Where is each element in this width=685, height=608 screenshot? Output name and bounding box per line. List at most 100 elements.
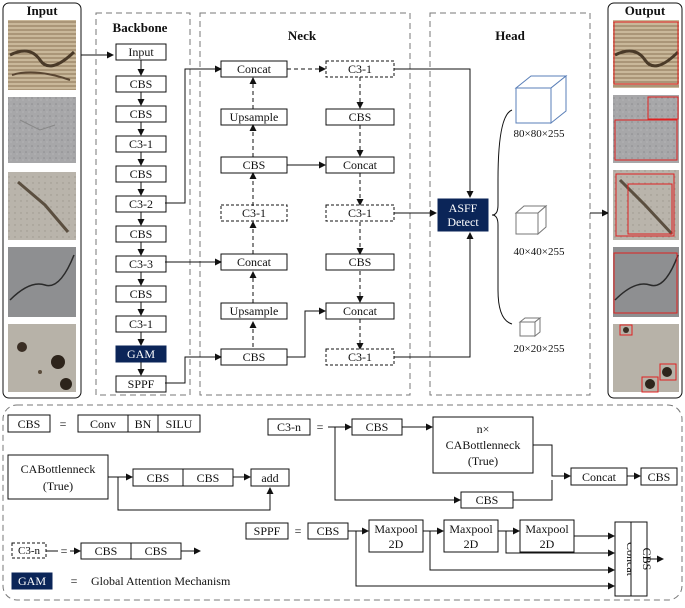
neck-right-label-0: C3-1 [348, 62, 372, 76]
input-image-2 [8, 97, 76, 163]
neck-right-block-5-concat: Concat [325, 302, 395, 320]
input-title: Input [26, 3, 58, 18]
legend-maxpool1-a: Maxpool [374, 522, 418, 536]
backbone-label-10: GAM [127, 347, 155, 361]
cube-large [514, 74, 568, 125]
backbone-label-2: CBS [130, 107, 153, 121]
legend-panel: CBS = Conv BN SILU CABottlenneck (True) … [2, 404, 683, 601]
backbone-label-7: C3-3 [129, 257, 153, 271]
legend-bn: BN [135, 417, 152, 431]
legend-maxpool2-a: Maxpool [449, 522, 493, 536]
input-image-1 [8, 20, 76, 90]
backbone-title: Backbone [113, 20, 168, 35]
legend-c3n-dashed: C3-n = CBS CBS [11, 542, 201, 560]
neck-left-block-1-upsample: Upsample [220, 108, 288, 126]
legend-maxpool2-b: 2D [464, 537, 479, 551]
backbone-block-7-c3-3: C3-3 [115, 255, 167, 273]
legend-silu: SILU [166, 417, 193, 431]
legend-c3n-cbs-top: CBS [366, 420, 389, 434]
output-image-1 [613, 20, 680, 88]
backbone-block-9-c3-1: C3-1 [115, 315, 167, 333]
cbs-to-concat-arrow-2 [287, 307, 326, 358]
c3-2-to-concat-arrow [165, 65, 222, 204]
neck-right-block-0-c3-1: C3-1 [325, 60, 395, 78]
legend-c3n-bottleneck-name: CABottlenneck [446, 438, 521, 452]
legend-c3n-bottleneck-true: (True) [468, 454, 498, 468]
scale-label-80: 80×80×255 [514, 128, 565, 140]
neck-right-block-1-cbs: CBS [325, 108, 395, 126]
backbone-label-5: C3-2 [129, 197, 153, 211]
backbone-label-9: C3-1 [129, 317, 153, 331]
legend-c3n-dashed-cbs1: CBS [95, 544, 118, 558]
asff-label: ASFF [449, 201, 478, 215]
legend-sppf: SPPF = CBS Maxpool 2D Maxpool 2D Maxpool… [245, 519, 664, 597]
legend-c3n: C3-n = CBS n× CABottlenneck (True) CBS C… [267, 416, 678, 509]
neck-left-label-5: Upsample [230, 304, 279, 318]
input-panel: Input [2, 2, 82, 399]
output-image-4 [613, 247, 679, 317]
neck-right-label-2: Concat [343, 158, 378, 172]
legend-cab-line2: (True) [43, 479, 73, 493]
neck-right-label-1: CBS [349, 110, 372, 124]
legend-cab-cbs2: CBS [197, 471, 220, 485]
output-title: Output [625, 3, 666, 18]
neck-right-block-6-c3-1: C3-1 [325, 348, 395, 366]
legend-cab-cbs1: CBS [147, 471, 170, 485]
output-image-3 [613, 170, 679, 240]
neck-left-block-0-concat: Concat [220, 60, 288, 78]
legend-c3n-dashed-eq: = [61, 544, 68, 558]
backbone-panel: Backbone [95, 12, 191, 396]
neck-left-label-0: Concat [237, 62, 272, 76]
backbone-label-1: CBS [130, 77, 153, 91]
neck-left-label-3: C3-1 [242, 206, 266, 220]
cube-small [518, 316, 542, 338]
legend-c3n-eq: = [317, 420, 324, 434]
neck-right-label-3: C3-1 [348, 206, 372, 220]
neck-right-label-4: CBS [349, 255, 372, 269]
neck-right-block-2-concat: Concat [325, 156, 395, 174]
output-image-2 [613, 95, 679, 163]
neck-left-block-2-cbs: CBS [220, 156, 288, 174]
legend-cab-add: add [261, 471, 278, 485]
neck-left-block-4-concat: Concat [220, 253, 288, 271]
legend-c3n-out: CBS [648, 470, 671, 484]
legend-cabottleneck: CABottlenneck (True) CBS CBS add [7, 454, 290, 511]
legend-gam-label: GAM [18, 574, 46, 588]
scale-label-20: 20×20×255 [514, 343, 565, 355]
legend-c3n-concat: Concat [582, 470, 617, 484]
output-image-5 [613, 324, 679, 393]
connections [165, 65, 474, 384]
cube-medium [514, 204, 548, 236]
backbone-block-6-cbs: CBS [115, 225, 167, 243]
legend-c3n-label: C3-n [277, 420, 301, 434]
c3-to-asff-arrow-3 [394, 232, 474, 358]
neck-left-label-2: CBS [243, 158, 266, 172]
backbone-label-0: Input [128, 45, 154, 59]
neck-left-block-3-c3-1: C3-1 [220, 204, 288, 222]
backbone-block-4-cbs: CBS [115, 165, 167, 183]
backbone-block-2-cbs: CBS [115, 105, 167, 123]
legend-maxpool1-b: 2D [389, 537, 404, 551]
head-title: Head [495, 28, 525, 43]
backbone-label-4: CBS [130, 167, 153, 181]
backbone-block-11-sppf: SPPF [115, 375, 167, 393]
legend-sppf-cbs: CBS [317, 524, 340, 538]
backbone-block-8-cbs: CBS [115, 285, 167, 303]
backbone-block-1-cbs: CBS [115, 75, 167, 93]
legend-c3n-dashed-label: C3-n [18, 545, 41, 557]
neck-right-block-4-cbs: CBS [325, 253, 395, 271]
input-image-3 [8, 172, 76, 240]
neck-left-label-6: CBS [243, 350, 266, 364]
neck-left-label-4: Concat [237, 255, 272, 269]
sppf-to-cbs-arrow [165, 353, 222, 384]
legend-c3n-dashed-cbs2: CBS [145, 544, 168, 558]
neck-right-label-5: Concat [343, 304, 378, 318]
legend-c3n-bottleneck-n: n× [477, 422, 490, 436]
legend-maxpool3-b: 2D [540, 537, 555, 551]
backbone-column: InputCBSCBSC3-1CBSC3-2CBSC3-3CBSC3-1GAMS… [115, 43, 167, 393]
input-image-5 [8, 324, 76, 392]
legend-cbs-label: CBS [18, 417, 41, 431]
